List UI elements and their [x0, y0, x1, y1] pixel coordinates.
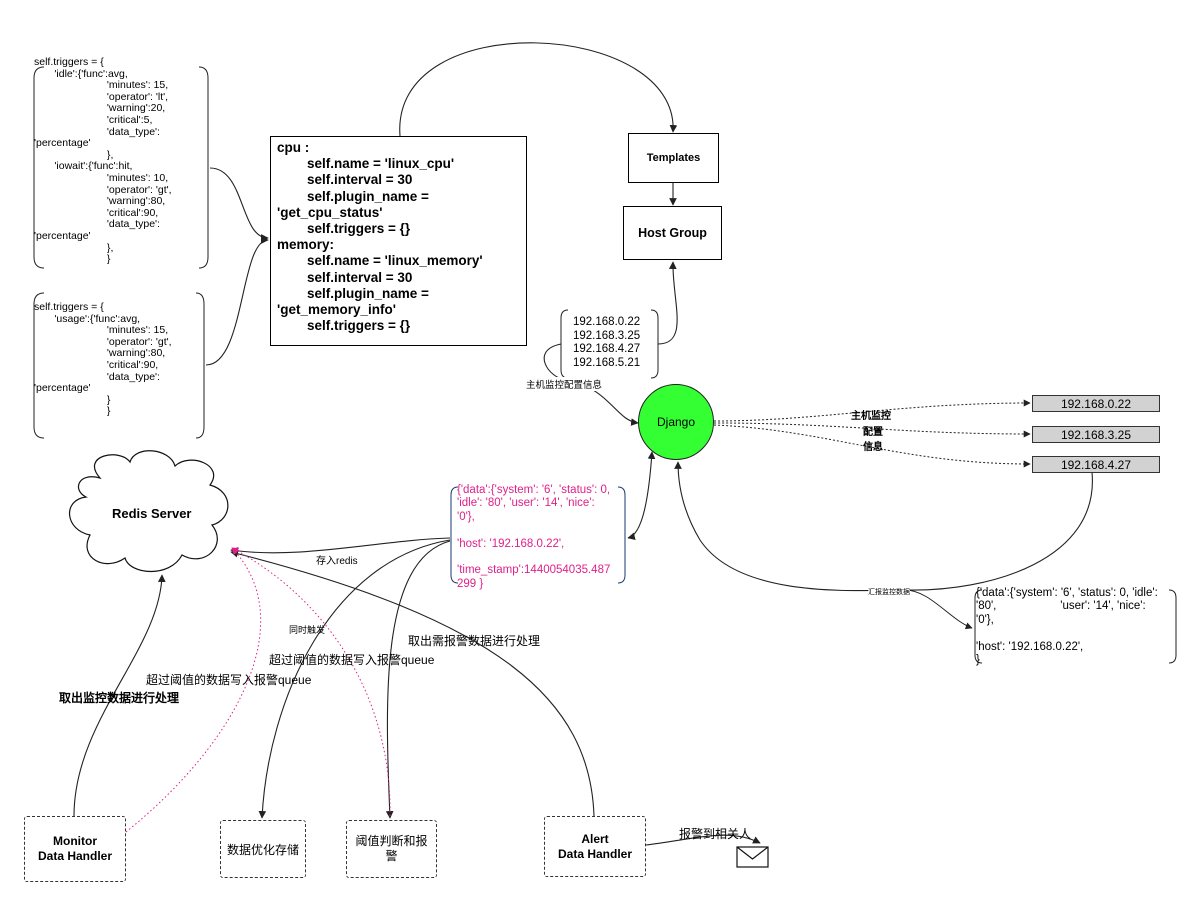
arrow-django-to-client-2: [713, 422, 1031, 438]
client-label-3: 信息: [863, 442, 883, 453]
client-data-text: {'data':{'system': '6', 'status': 0, 'id…: [976, 587, 1158, 667]
client-label-1: 主机监控: [851, 411, 891, 422]
arrow-monitor-fetch-from-redis: [73, 574, 166, 817]
arrow-mem-triggers-to-config: [205, 236, 269, 366]
redis-server-label: Redis Server: [112, 506, 192, 521]
plugin-config-box: cpu : self.name = 'linux_cpu' self.inter…: [270, 136, 527, 346]
arrow-cpu-triggers-to-config: [209, 167, 269, 242]
arrow-to-threshold: [385, 540, 451, 819]
store-redis-label: 存入redis: [316, 552, 358, 567]
brace-right-cpu: [198, 66, 209, 269]
django-node: Django: [638, 384, 714, 460]
host-group-box: Host Group: [623, 206, 722, 260]
brace-client-data: [974, 589, 1177, 664]
arrow-django-to-client-1: [713, 399, 1031, 422]
host-list: 192.168.0.22 192.168.3.25 192.168.4.27 1…: [573, 316, 641, 369]
client-label-2: 配置: [863, 427, 883, 438]
arrow-reportdata-to-redis: [230, 537, 451, 555]
data-storage-box: 数据优化存储: [220, 820, 306, 878]
monitor-data-handler-box: Monitor Data Handler: [24, 816, 126, 882]
report-data-text: {'data':{'system': '6', 'status': 0, 'id…: [457, 484, 611, 590]
alert-data-handler-box: Alert Data Handler: [544, 816, 646, 877]
sync-trigger-label: 同时触发: [289, 625, 326, 635]
arrow-alert-to-notify: [645, 834, 761, 846]
brace-report-data: [450, 486, 626, 584]
templates-box: Templates: [628, 133, 719, 183]
threshold-queue-label-2: 超过阈值的数据写入报警queue: [146, 673, 312, 687]
threshold-alarm-box: 阈值判断和报 警: [346, 820, 437, 878]
arrow-alert-fetch-from-redis: [230, 549, 595, 817]
pink-monitor-to-redis: [125, 547, 262, 833]
mail-icon: [736, 846, 769, 868]
arrow-client-report-to-django: [674, 461, 1093, 592]
threshold-queue-label-1: 超过阈值的数据写入报警queue: [269, 653, 435, 667]
client-host-2: 192.168.3.25: [1032, 426, 1160, 443]
fetch-alert-label: 取出需报警数据进行处理: [408, 634, 541, 648]
fetch-monitor-label: 取出监控数据进行处理: [59, 691, 180, 705]
redis-cloud: [68, 450, 229, 573]
notify-label: 报警到相关人: [679, 827, 752, 841]
client-host-3: 192.168.4.27: [1032, 456, 1160, 473]
pink-threshold-to-redis: [231, 547, 391, 817]
arrow-django-reportdata: [627, 451, 656, 541]
arrow-report-to-clientdata: [904, 589, 973, 630]
arrow-to-storage: [258, 539, 451, 819]
client-host-1: 192.168.0.22: [1032, 395, 1160, 412]
cpu-triggers-code: self.triggers = { 'idle':{'func':avg, 'm…: [34, 56, 172, 266]
arrow-hostlist-to-hostgroup: [657, 261, 678, 345]
brace-right-mem: [195, 292, 205, 439]
host-config-label: 主机监控配置信息: [526, 377, 603, 391]
brace-left-cpu: [33, 66, 45, 269]
memory-triggers-code: self.triggers = { 'usage':{'func':avg, '…: [34, 301, 172, 418]
arrow-config-to-templates: [399, 42, 678, 137]
brace-left-mem: [33, 292, 45, 439]
report-label: 汇报监控数据: [868, 587, 910, 597]
